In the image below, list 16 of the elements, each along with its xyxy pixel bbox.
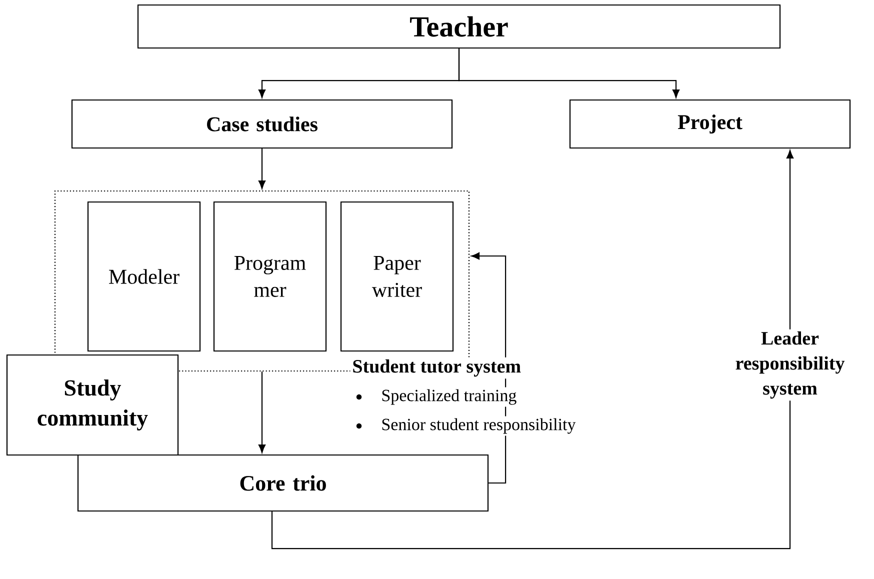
arrow bbox=[258, 148, 266, 189]
role-box: Core trio bbox=[77, 454, 489, 512]
role-box: Case studies bbox=[71, 99, 453, 149]
arrow bbox=[258, 372, 266, 453]
role-box: Teacher bbox=[137, 4, 781, 49]
edge-label: Leader responsibility system bbox=[713, 329, 868, 401]
role-box: Study community bbox=[6, 354, 179, 456]
role-box: Project bbox=[569, 99, 851, 149]
bullet-item: Senior student responsibility bbox=[356, 416, 578, 436]
bullet-item: Specialized training bbox=[356, 387, 519, 407]
arrow bbox=[271, 150, 794, 550]
role-box: Paper writer bbox=[340, 201, 454, 352]
role-box: Modeler bbox=[87, 201, 201, 352]
edge-label: Student tutor system bbox=[350, 357, 524, 379]
arrow bbox=[458, 48, 680, 98]
role-box: Program mer bbox=[213, 201, 327, 352]
